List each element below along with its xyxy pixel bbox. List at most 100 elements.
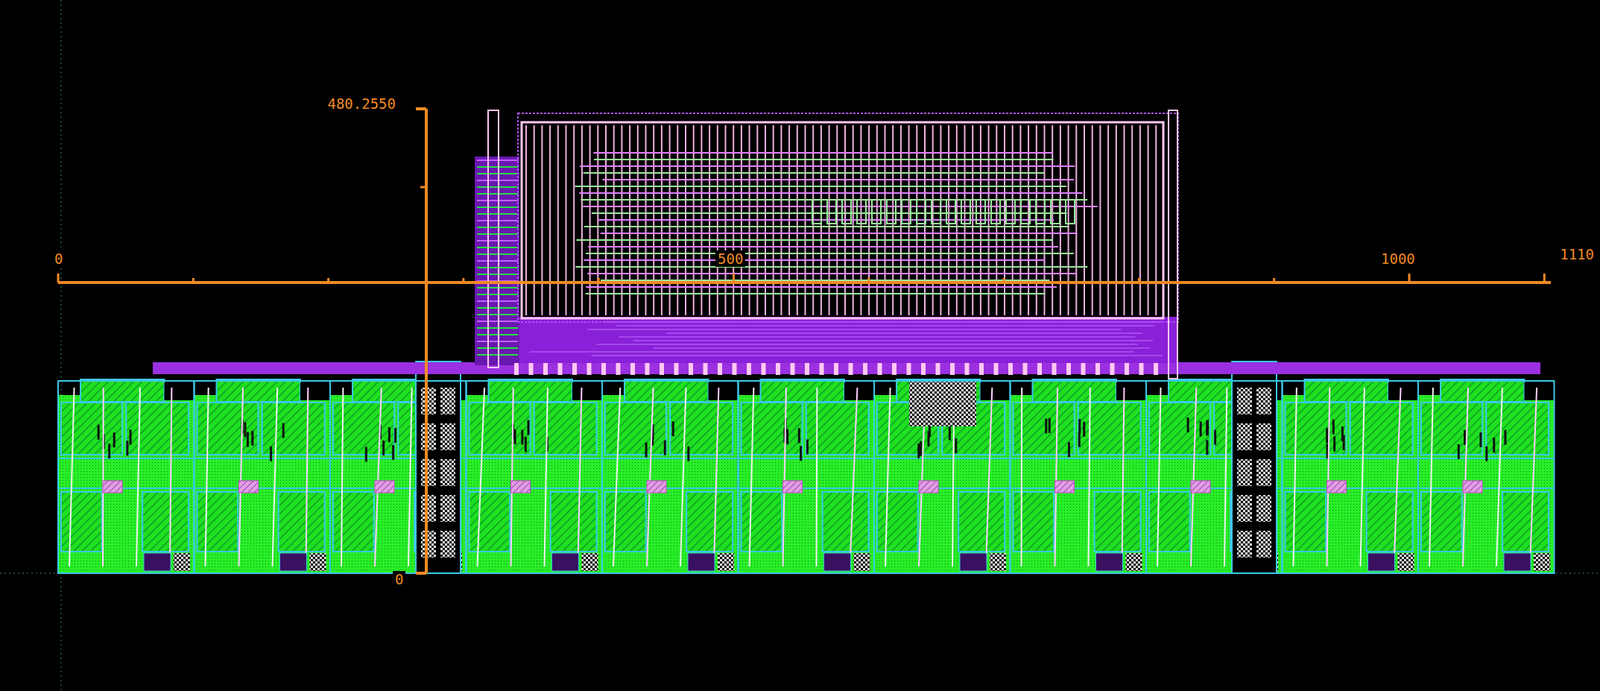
layout-shape <box>61 402 123 455</box>
layout-shape <box>1094 491 1141 552</box>
layout-shape <box>1078 432 1081 448</box>
layout-shape <box>717 362 723 375</box>
layout-shape <box>113 432 116 448</box>
layout-shape <box>1020 387 1024 567</box>
layout-shape <box>994 362 999 375</box>
layout-shape <box>583 172 1045 174</box>
layout-shape <box>573 125 575 316</box>
layout-shape <box>827 199 837 224</box>
layout-shape <box>980 382 1011 401</box>
layout-shape <box>1342 435 1346 451</box>
layout-shape <box>672 421 675 436</box>
layout-shape <box>572 382 603 401</box>
layout-shape <box>605 491 647 552</box>
layout-shape <box>1503 552 1531 571</box>
layout-shape <box>921 362 926 375</box>
layout-shape <box>965 362 970 375</box>
layout-shape <box>741 402 803 455</box>
ruler-label: 480.2550 <box>324 95 398 112</box>
layout-shape <box>976 199 986 224</box>
layout-shape <box>605 402 667 455</box>
layout-shape <box>408 387 413 567</box>
layout-shape <box>488 110 499 368</box>
layout-shape <box>1237 387 1252 415</box>
layout-shape <box>476 172 518 175</box>
layout-shape <box>674 362 679 375</box>
layout-shape <box>58 457 195 460</box>
layout-shape <box>1010 487 1147 489</box>
layout-shape <box>511 387 514 567</box>
layout-shape <box>476 266 518 269</box>
layout-shape <box>645 362 650 375</box>
layout-shape <box>1139 125 1141 316</box>
layout-shape <box>1139 362 1144 375</box>
layout-shape <box>1327 480 1347 493</box>
macro-block <box>474 110 1179 379</box>
ruler-tick <box>1137 277 1141 283</box>
layout-shape <box>1206 419 1209 435</box>
layout-shape <box>686 491 733 552</box>
layout-shape <box>917 443 920 459</box>
layout-shape <box>848 362 854 375</box>
ruler-label: 1000 <box>1378 250 1418 267</box>
layout-shape <box>886 199 896 224</box>
layout-shape <box>421 530 436 558</box>
layout-shape <box>476 340 518 343</box>
layout-shape <box>1256 494 1272 522</box>
layout-shape <box>58 380 195 574</box>
layout-shape <box>804 362 810 375</box>
layout-shape <box>476 327 518 329</box>
layout-shape <box>1131 125 1133 316</box>
layout-shape <box>1107 125 1109 316</box>
layout-shape <box>476 233 518 235</box>
layout-shape <box>1044 418 1048 433</box>
ruler-tick <box>732 273 735 283</box>
layout-shape <box>1421 402 1483 455</box>
ruler-tick <box>867 277 870 283</box>
layout-shape <box>365 446 368 462</box>
layout-shape <box>1256 387 1272 415</box>
layout-shape <box>1462 480 1483 493</box>
layout-shape <box>906 362 912 375</box>
layout-shape <box>1091 125 1094 316</box>
layout-shape <box>173 552 191 571</box>
layout-shape <box>587 362 592 375</box>
layout-shape <box>194 380 331 574</box>
layout-shape <box>687 446 690 462</box>
layout-shape <box>194 487 331 489</box>
layout-shape <box>394 427 397 443</box>
layout-shape <box>1440 379 1525 402</box>
layout-shape <box>1282 380 1419 574</box>
layout-shape <box>652 348 1150 349</box>
layout-shape <box>440 459 456 486</box>
layout-shape <box>961 199 971 224</box>
layout-shape <box>1088 387 1091 567</box>
layout-shape <box>514 429 517 445</box>
layout-shape <box>596 344 1138 346</box>
layout-shape <box>1333 436 1336 452</box>
layout-shape <box>575 266 1088 268</box>
layout-shape <box>1096 552 1124 571</box>
layout-shape <box>310 552 327 571</box>
layout-shape <box>958 491 1005 552</box>
layout-shape <box>717 552 735 571</box>
layout-shape <box>1155 125 1157 316</box>
layout-shape <box>469 491 511 552</box>
layout-shape <box>529 351 1135 353</box>
fill-block <box>909 381 977 427</box>
ruler-tick <box>1272 277 1276 283</box>
layout-shape <box>1083 125 1086 316</box>
layout-shape <box>816 387 819 567</box>
layout-shape <box>1285 491 1327 552</box>
layout-shape <box>1126 552 1143 571</box>
layout-shape <box>477 387 486 567</box>
layout-shape <box>1327 387 1331 567</box>
layout-shape <box>600 232 1078 235</box>
layout-shape <box>1368 552 1396 571</box>
layout-shape <box>1237 459 1252 486</box>
layout-shape <box>1429 387 1434 567</box>
layout-shape <box>572 362 577 375</box>
layout-shape <box>806 402 869 455</box>
layout-shape <box>738 380 875 574</box>
